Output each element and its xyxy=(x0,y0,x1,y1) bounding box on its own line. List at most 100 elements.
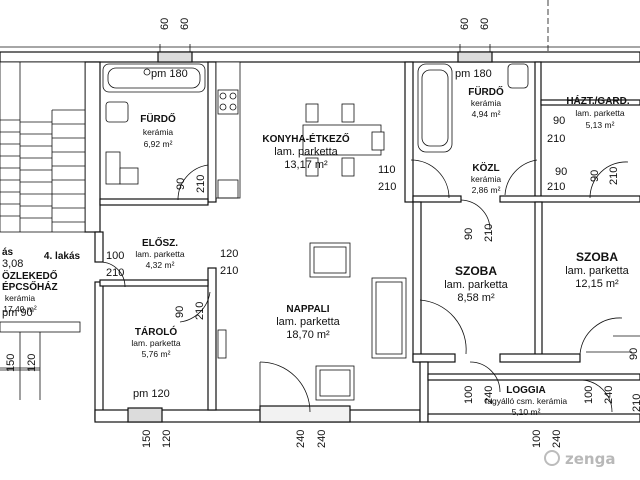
corridor-line4: ÉPCSŐHÁZ xyxy=(2,280,58,293)
dim-100-loggia: 100 xyxy=(463,386,475,404)
chair-icon xyxy=(305,103,319,123)
apartment-label: 4. lakás xyxy=(44,251,81,262)
chair-icon xyxy=(341,157,355,177)
dim-90-kitchen: 90 xyxy=(175,178,187,190)
door-arc xyxy=(259,361,311,413)
dim-100-bottom-right: 100 xyxy=(531,430,543,448)
bathroom-right-fixtures xyxy=(417,63,529,153)
room-name-eloszoba: ELŐSZ. xyxy=(142,236,178,249)
dim-240-loggia: 240 xyxy=(483,386,495,404)
room-labels: FÜRDŐ kerámia 6,92 m² KONYHA-ÉTKEZŐ lam.… xyxy=(2,85,630,417)
corridor-line1: ás xyxy=(2,247,14,258)
room-area-konyha: 13,17 m² xyxy=(284,159,328,171)
dining-table-icon xyxy=(302,124,382,156)
dim-210-tarolo: 210 xyxy=(194,302,206,320)
door-arc xyxy=(179,291,211,323)
room-floor-loggia: fagyálló csm. kerámia xyxy=(485,396,567,406)
dim-90-right-edge: 90 xyxy=(628,348,640,360)
dim-210-elosz-b: 210 xyxy=(220,265,238,277)
kitchen-fixtures xyxy=(215,61,385,199)
kitchen-counter xyxy=(215,61,241,199)
dim-90-kozl-v: 90 xyxy=(555,166,567,178)
room-name-konyha: KONYHA-ÉTKEZŐ xyxy=(262,132,349,145)
room-name-szoba-1: SZOBA xyxy=(455,264,497,278)
dim-90-tarolo: 90 xyxy=(174,306,186,318)
dim-210-elosz: 210 xyxy=(106,267,124,279)
room-floor-furdo-right: kerámia xyxy=(471,98,502,108)
toilet-icon xyxy=(507,63,529,89)
dim-120-bottom: 120 xyxy=(161,430,173,448)
room-floor-szoba-2: lam. parketta xyxy=(565,265,629,277)
dim-210-kozl: 210 xyxy=(378,181,396,193)
dim-top-60-b: 60 xyxy=(179,18,191,30)
dim-210-szoba-a: 210 xyxy=(483,224,495,242)
door-arc xyxy=(579,317,623,355)
door-arc xyxy=(589,161,629,199)
toilet-icon xyxy=(105,101,129,123)
dim-210-szoba-b: 210 xyxy=(608,167,620,185)
washbasin-icon xyxy=(105,151,121,185)
corridor-line5: kerámia xyxy=(5,293,36,303)
room-area-loggia: 5,10 m² xyxy=(512,407,541,417)
dim-top-60-c: 60 xyxy=(459,18,471,30)
chair-icon xyxy=(341,103,355,123)
dim-100-elosz: 100 xyxy=(106,250,124,262)
bathroom-left-fixtures xyxy=(102,63,206,185)
bathtub-icon xyxy=(417,63,453,153)
dim-210-right-edge: 210 xyxy=(631,394,640,412)
room-name-furdo-right: FÜRDŐ xyxy=(468,85,504,98)
room-floor-haztgard: lam. parketta xyxy=(575,108,624,118)
dim-pm180-b: pm 180 xyxy=(455,68,492,80)
room-area-eloszoba: 4,32 m² xyxy=(146,260,175,270)
chair-icon xyxy=(371,131,385,151)
dim-top-60-d: 60 xyxy=(479,18,491,30)
dim-210-haztgard: 210 xyxy=(547,133,565,145)
room-floor-nappali: lam. parketta xyxy=(276,316,340,328)
left-exterior xyxy=(0,321,81,400)
dim-240-right: 240 xyxy=(603,386,615,404)
watermark: zenga xyxy=(544,450,615,468)
dim-150-left: 150 xyxy=(5,354,17,372)
door-arc xyxy=(410,159,450,199)
room-area-nappali: 18,70 m² xyxy=(286,329,330,341)
dimension-labels: 60 60 60 60 pm 180 pm 180 90 210 110 210… xyxy=(2,18,640,448)
door-arc xyxy=(504,159,538,196)
room-name-nappali: NAPPALI xyxy=(286,304,329,315)
watermark-text: zenga xyxy=(565,450,615,468)
dim-90-szoba-a: 90 xyxy=(463,228,475,240)
room-floor-tarolo: lam. parketta xyxy=(131,338,180,348)
room-floor-kozl: kerámia xyxy=(471,174,502,184)
logo-icon xyxy=(544,450,560,466)
dim-150-bottom: 150 xyxy=(141,430,153,448)
room-area-furdo-left: 6,92 m² xyxy=(144,139,173,149)
door-arc xyxy=(177,164,209,201)
room-floor-szoba-1: lam. parketta xyxy=(444,279,508,291)
door-arc xyxy=(460,199,491,231)
room-area-kozl: 2,86 m² xyxy=(472,185,501,195)
washer-icon xyxy=(119,167,139,185)
room-name-kozl: KÖZL xyxy=(472,161,499,174)
room-name-szoba-2: SZOBA xyxy=(576,250,618,264)
room-area-szoba-1: 8,58 m² xyxy=(457,292,495,304)
room-name-furdo-left: FÜRDŐ xyxy=(140,112,176,125)
room-area-furdo-right: 4,94 m² xyxy=(472,109,501,119)
door-arc xyxy=(579,379,613,413)
door-arc xyxy=(419,299,467,355)
chair-icon xyxy=(305,157,319,177)
dim-100-right: 100 xyxy=(583,386,595,404)
room-name-loggia: LOGGIA xyxy=(506,385,545,396)
room-area-haztgard: 5,13 m² xyxy=(586,120,615,130)
cabinet-icon xyxy=(217,329,227,359)
bathtub-icon xyxy=(102,63,206,93)
dim-240-bottom-b: 240 xyxy=(316,430,328,448)
dim-210-kitchen: 210 xyxy=(195,175,207,193)
staircase xyxy=(0,61,86,233)
corridor-line3: ÖZLEKEDŐ xyxy=(2,269,58,282)
room-floor-konyha: lam. parketta xyxy=(274,146,338,158)
room-area-szoba-2: 12,15 m² xyxy=(575,278,619,290)
dim-120-elosz: 120 xyxy=(220,248,238,260)
dim-pm120: pm 120 xyxy=(133,388,170,400)
sofa-icon xyxy=(371,277,407,359)
room-area-tarolo: 5,76 m² xyxy=(142,349,171,359)
